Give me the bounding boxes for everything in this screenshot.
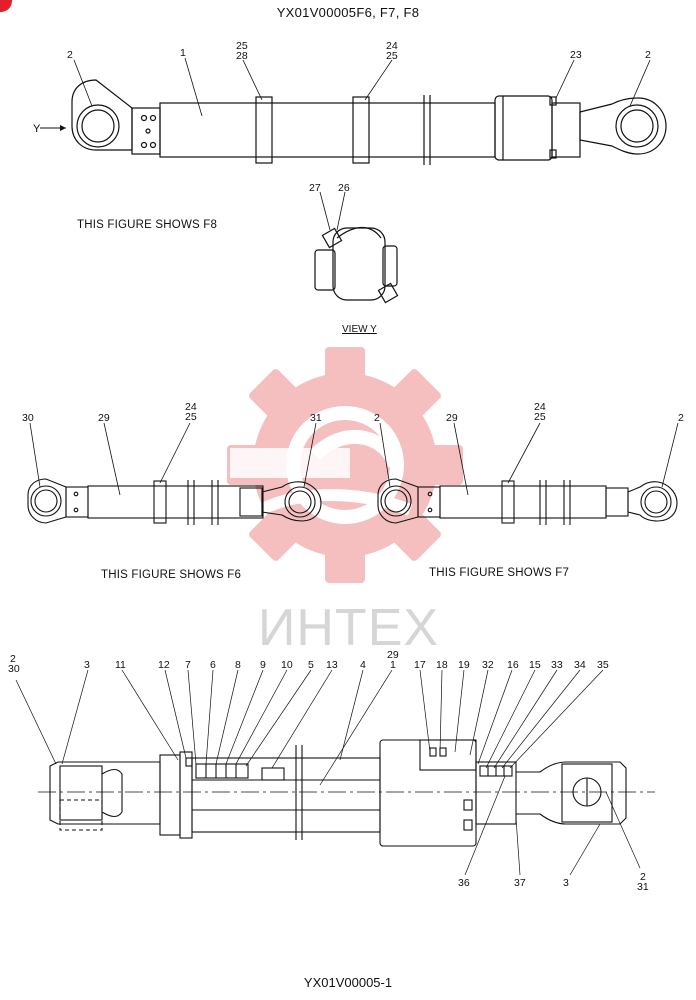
callout-sec-34: 34 [574, 659, 586, 671]
callout-f8-25: 25 [236, 40, 248, 52]
callout-sec-8: 8 [235, 659, 241, 671]
callout-f6-30: 30 [22, 412, 34, 424]
callout-sec-33: 33 [551, 659, 563, 671]
callout-sec-1: 1 [390, 659, 396, 671]
callout-sec-35: 35 [597, 659, 609, 671]
callout-viewy-26: 26 [338, 182, 350, 194]
callout-f8-25b: 25 [386, 50, 398, 62]
caption-view-y: VIEW Y [342, 324, 377, 335]
caption-f6: THIS FIGURE SHOWS F6 [101, 569, 242, 581]
callout-sec-13: 13 [326, 659, 338, 671]
drawing-code-footer: YX01V00005-1 [303, 975, 393, 990]
caption-f7: THIS FIGURE SHOWS F7 [429, 567, 570, 579]
callout-f6-24: 24 [185, 401, 197, 413]
callout-sec-2-left: 2 [10, 653, 16, 665]
callout-sec-10: 10 [281, 659, 293, 671]
callout-f7-24: 24 [534, 401, 546, 413]
callout-f7-25: 25 [534, 411, 546, 423]
callout-sec-11: 11 [115, 659, 126, 671]
caption-f8: THIS FIGURE SHOWS F8 [77, 219, 218, 231]
figure-f7-drawing: 2 29 24 25 2 [374, 401, 684, 525]
callout-f8-28: 28 [236, 50, 248, 62]
callout-f8-24: 24 [386, 40, 398, 52]
callout-f7-2-right: 2 [678, 412, 684, 424]
view-y-drawing: 27 26 [309, 182, 399, 304]
callout-sec-32: 32 [482, 659, 494, 671]
figure-f8-drawing: Y 2 1 25 28 24 25 23 2 [33, 40, 667, 165]
watermark-text: ИНТЕХ [258, 599, 440, 657]
callout-viewy-27: 27 [309, 182, 321, 194]
callout-sec-4: 4 [360, 659, 366, 671]
section-view-drawing: 2 30 3 11 12 7 6 8 9 10 5 13 4 29 1 17 1… [8, 649, 655, 893]
callout-sec-6: 6 [210, 659, 216, 671]
callout-sec-19: 19 [458, 659, 470, 671]
callout-sec-12: 12 [158, 659, 170, 671]
figure-f6-drawing: 30 29 24 25 31 [22, 401, 322, 525]
callout-sec-17: 17 [414, 659, 426, 671]
callout-sec-16: 16 [507, 659, 519, 671]
callout-f6-25: 25 [185, 411, 197, 423]
callout-sec-9: 9 [260, 659, 266, 671]
callout-sec-37: 37 [514, 877, 526, 889]
drawing-code-header: YX01V00005F6, F7, F8 [276, 5, 420, 20]
callout-sec-31: 31 [637, 881, 649, 893]
callout-f8-2-left: 2 [67, 49, 73, 61]
callout-sec-2-right: 2 [640, 871, 646, 883]
callout-f8-2-right: 2 [645, 49, 651, 61]
callout-sec-7: 7 [185, 659, 191, 671]
callout-sec-15: 15 [529, 659, 541, 671]
callout-sec-18: 18 [436, 659, 448, 671]
callout-f6-31: 31 [310, 412, 322, 424]
callout-sec-3-left: 3 [84, 659, 90, 671]
callout-f6-29: 29 [98, 412, 110, 424]
callout-sec-5: 5 [308, 659, 314, 671]
callout-sec-30: 30 [8, 663, 20, 675]
callout-f8-1: 1 [180, 47, 186, 59]
callout-f7-29: 29 [446, 412, 458, 424]
callout-sec-29: 29 [387, 649, 399, 661]
callout-sec-36: 36 [458, 877, 470, 889]
callout-f7-2-left: 2 [374, 412, 380, 424]
callout-f8-23: 23 [570, 49, 582, 61]
callout-sec-3-right: 3 [563, 877, 569, 889]
view-arrow-label: Y [33, 123, 41, 135]
